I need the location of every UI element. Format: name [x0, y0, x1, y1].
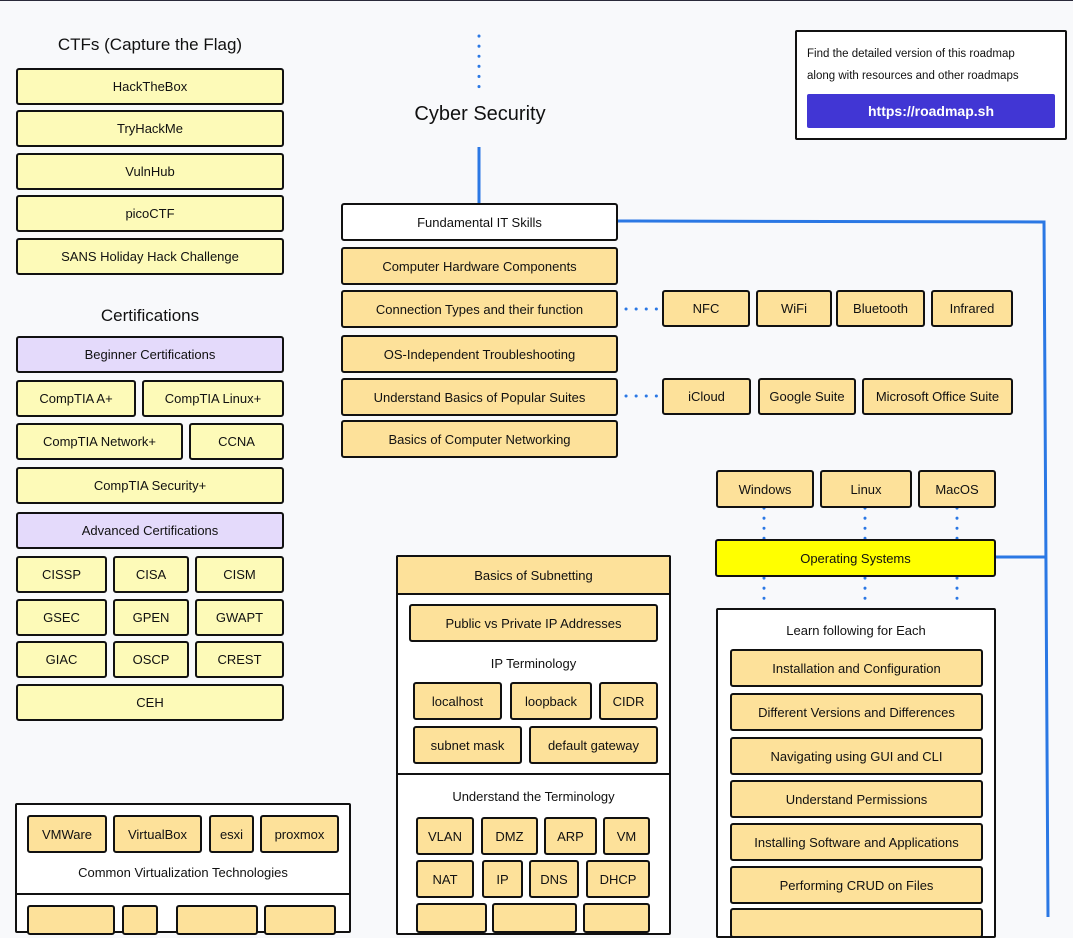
virtualization-item[interactable]: VMWare	[27, 815, 107, 853]
cert-item[interactable]: GIAC	[16, 641, 107, 678]
beginner-certifications-label[interactable]: Beginner Certifications	[16, 336, 284, 373]
suite-item[interactable]: iCloud	[662, 378, 751, 415]
subnetting-header[interactable]: Basics of Subnetting	[396, 555, 671, 595]
cert-item[interactable]: CompTIA A+	[16, 380, 136, 417]
fundamentals-item[interactable]: OS-Independent Troubleshooting	[341, 335, 618, 373]
ip-term-item[interactable]: localhost	[413, 682, 502, 720]
virtualization-item[interactable]: esxi	[209, 815, 254, 853]
ctf-item[interactable]: picoCTF	[16, 195, 284, 232]
terminology-label: Understand the Terminology	[452, 789, 615, 804]
suite-item[interactable]: Google Suite	[758, 378, 856, 415]
ctf-item[interactable]: VulnHub	[16, 153, 284, 190]
virtualization-item[interactable]: VirtualBox	[113, 815, 202, 853]
cert-item[interactable]: GPEN	[113, 599, 189, 636]
connection-type-item[interactable]: Bluetooth	[836, 290, 925, 327]
os-learn-item[interactable]: Performing CRUD on Files	[730, 866, 983, 904]
term-item[interactable]: IP	[482, 860, 523, 898]
term-item[interactable]: VM	[603, 817, 650, 855]
term-item[interactable]: VLAN	[416, 817, 474, 855]
connection-type-item[interactable]: WiFi	[756, 290, 832, 327]
cert-item[interactable]: GWAPT	[195, 599, 284, 636]
os-learn-label: Learn following for Each	[786, 623, 926, 638]
cert-item[interactable]: CISSP	[16, 556, 107, 593]
info-box: Find the detailed version of this roadma…	[795, 30, 1067, 140]
connection-type-item[interactable]: NFC	[662, 290, 750, 327]
cert-item[interactable]: OSCP	[113, 641, 189, 678]
top-border	[0, 0, 1073, 1]
ip-term-item[interactable]: subnet mask	[413, 726, 522, 764]
os-learn-item[interactable]: Different Versions and Differences	[730, 693, 983, 731]
term-item[interactable]: ARP	[544, 817, 597, 855]
ip-term-item[interactable]: loopback	[510, 682, 592, 720]
ctf-item[interactable]: HackTheBox	[16, 68, 284, 105]
public-private-ip-node[interactable]: Public vs Private IP Addresses	[409, 604, 658, 642]
cert-item[interactable]: CCNA	[189, 423, 284, 460]
term-item-partial[interactable]	[583, 903, 650, 933]
virtualization-item[interactable]: proxmox	[260, 815, 339, 853]
cert-item[interactable]: CompTIA Linux+	[142, 380, 284, 417]
os-learn-item[interactable]: Understand Permissions	[730, 780, 983, 818]
term-item-partial[interactable]	[416, 903, 487, 933]
virtualization-item-partial[interactable]	[176, 905, 258, 935]
virtualization-item-partial[interactable]	[27, 905, 115, 935]
cert-item[interactable]: CompTIA Security+	[16, 467, 284, 504]
fundamental-it-skills-node[interactable]: Fundamental IT Skills	[341, 203, 618, 241]
fundamentals-item[interactable]: Understand Basics of Popular Suites	[341, 378, 618, 416]
cert-item[interactable]: CREST	[195, 641, 284, 678]
cert-item[interactable]: CISA	[113, 556, 189, 593]
ctfs-heading: CTFs (Capture the Flag)	[57, 35, 243, 54]
term-item-partial[interactable]	[492, 903, 577, 933]
cert-item[interactable]: GSEC	[16, 599, 107, 636]
info-line-2: along with resources and other roadmaps	[807, 70, 1019, 82]
fundamentals-item[interactable]: Connection Types and their function	[341, 290, 618, 328]
cert-item[interactable]: CISM	[195, 556, 284, 593]
operating-systems-node[interactable]: Operating Systems	[715, 539, 996, 577]
os-learn-item[interactable]: Navigating using GUI and CLI	[730, 737, 983, 775]
term-item[interactable]: DNS	[529, 860, 579, 898]
ctf-item[interactable]: TryHackMe	[16, 110, 284, 147]
term-item[interactable]: NAT	[416, 860, 474, 898]
os-item[interactable]: Linux	[820, 470, 912, 508]
roadmap-link-button[interactable]: https://roadmap.sh	[807, 94, 1055, 128]
term-item[interactable]: DHCP	[586, 860, 650, 898]
ip-terminology-label: IP Terminology	[490, 656, 577, 671]
certifications-heading: Certifications	[100, 306, 200, 325]
virtualization-item-partial[interactable]	[264, 905, 336, 935]
os-learn-item-partial[interactable]	[730, 908, 983, 938]
fundamentals-item[interactable]: Computer Hardware Components	[341, 247, 618, 285]
os-learn-item[interactable]: Installing Software and Applications	[730, 823, 983, 861]
page-title: Cyber Security	[414, 103, 546, 125]
ctf-item[interactable]: SANS Holiday Hack Challenge	[16, 238, 284, 275]
connection-type-item[interactable]: Infrared	[931, 290, 1013, 327]
advanced-certifications-label[interactable]: Advanced Certifications	[16, 512, 284, 549]
virtualization-item-partial[interactable]	[122, 905, 158, 935]
subnetting-divider	[396, 773, 671, 775]
virtualization-label: Common Virtualization Technologies	[78, 865, 288, 880]
virtualization-divider	[15, 893, 351, 895]
cert-item[interactable]: CompTIA Network+	[16, 423, 183, 460]
info-line-1: Find the detailed version of this roadma…	[807, 48, 1015, 60]
ip-term-item[interactable]: default gateway	[529, 726, 658, 764]
ip-term-item[interactable]: CIDR	[599, 682, 658, 720]
os-item[interactable]: MacOS	[918, 470, 996, 508]
fundamentals-item[interactable]: Basics of Computer Networking	[341, 420, 618, 458]
cert-item[interactable]: CEH	[16, 684, 284, 721]
suite-item[interactable]: Microsoft Office Suite	[862, 378, 1013, 415]
term-item[interactable]: DMZ	[481, 817, 538, 855]
os-item[interactable]: Windows	[716, 470, 814, 508]
os-learn-item[interactable]: Installation and Configuration	[730, 649, 983, 687]
